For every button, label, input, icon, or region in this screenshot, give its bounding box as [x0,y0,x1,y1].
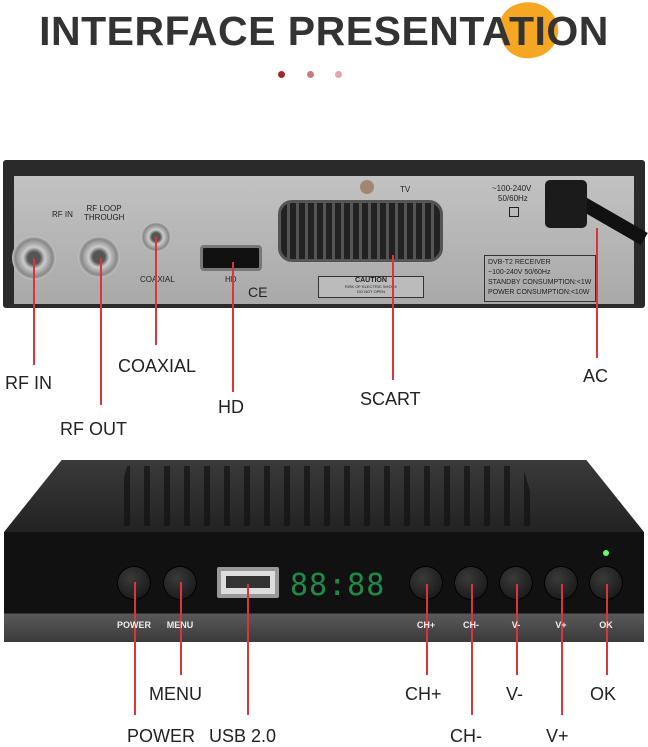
callout-power: POWER [127,726,196,746]
usb-slot [226,576,270,588]
callout-usb: USB 2.0 [209,726,277,746]
callout-line [155,237,157,345]
power-led [603,550,609,556]
callout-coaxial: COAXIAL [118,356,197,376]
decor-dot [335,71,342,78]
vol-up-print: V+ [555,620,567,630]
spec-line: ~100-240V 50/60Hz [488,269,551,276]
rf-loop-print: RF LOOP THROUGH [84,204,125,222]
screw-icon [360,180,374,194]
spec-line: STANDBY CONSUMPTION:<1W [488,279,592,286]
coaxial-print: COAXIAL [140,275,175,284]
callout-line [100,258,102,405]
callout-vol-down: V- [506,684,524,704]
ok-print: OK [599,620,613,630]
callout-scart: SCART [360,389,421,409]
callout-line [606,584,608,675]
ch-down-print: CH- [463,620,479,630]
callout-ch-down: CH- [450,726,482,746]
callout-line [516,584,518,675]
callout-line [596,228,598,358]
rf-out-port [78,236,120,278]
callout-menu: MENU [149,684,202,704]
receiver-front [4,532,644,642]
vent-grille [110,466,540,526]
callout-line [33,258,35,365]
spec-line: POWER CONSUMPTION:<10W [488,289,590,296]
voltage-print: ~100-240V [492,184,532,193]
spec-label: DVB-T2 RECEIVER ~100-240V 50/60Hz STANDB… [484,255,596,302]
spec-line: DVB-T2 RECEIVER [488,259,551,266]
caution-title: CAUTION [355,277,387,284]
decor-dot [307,71,314,78]
ce-mark: CE [248,284,268,300]
vol-down-print: V- [511,620,521,630]
freq-print: 50/60Hz [498,194,528,203]
rf-in-print: RF IN [52,210,73,219]
callout-ch-up: CH+ [405,684,442,704]
callout-rf-in: RF IN [5,373,52,393]
callout-line [134,582,136,715]
callout-line [392,255,394,380]
hd-print: HD [225,275,237,284]
callout-rf-out: RF OUT [60,419,127,439]
callout-line [232,262,234,392]
callout-hd: HD [218,397,244,417]
caution-label: CAUTION RISK OF ELECTRIC SHOCK DO NOT OP… [318,276,424,298]
callout-line [247,584,249,715]
led-display: 88:88 [290,568,386,603]
callout-line [561,584,563,715]
callout-line [471,584,473,715]
tv-print: TV [400,185,411,194]
hdmi-port [200,245,262,271]
callout-vol-up: V+ [546,726,569,746]
menu-print: MENU [166,620,194,630]
caution-sub: RISK OF ELECTRIC SHOCK [344,284,398,289]
ac-plug [545,180,587,228]
ch-up-print: CH+ [416,620,436,630]
page-title: INTERFACE PRESENTATION [39,8,609,54]
callout-line [180,582,182,675]
callout-ac: AC [583,366,609,386]
double-insulation-icon [509,207,519,217]
scart-port [278,200,443,262]
callout-line [426,584,428,675]
caution-sub: DO NOT OPEN [357,289,385,294]
decor-dot [278,71,285,78]
callout-ok: OK [590,684,617,704]
power-print: POWER [116,620,152,630]
